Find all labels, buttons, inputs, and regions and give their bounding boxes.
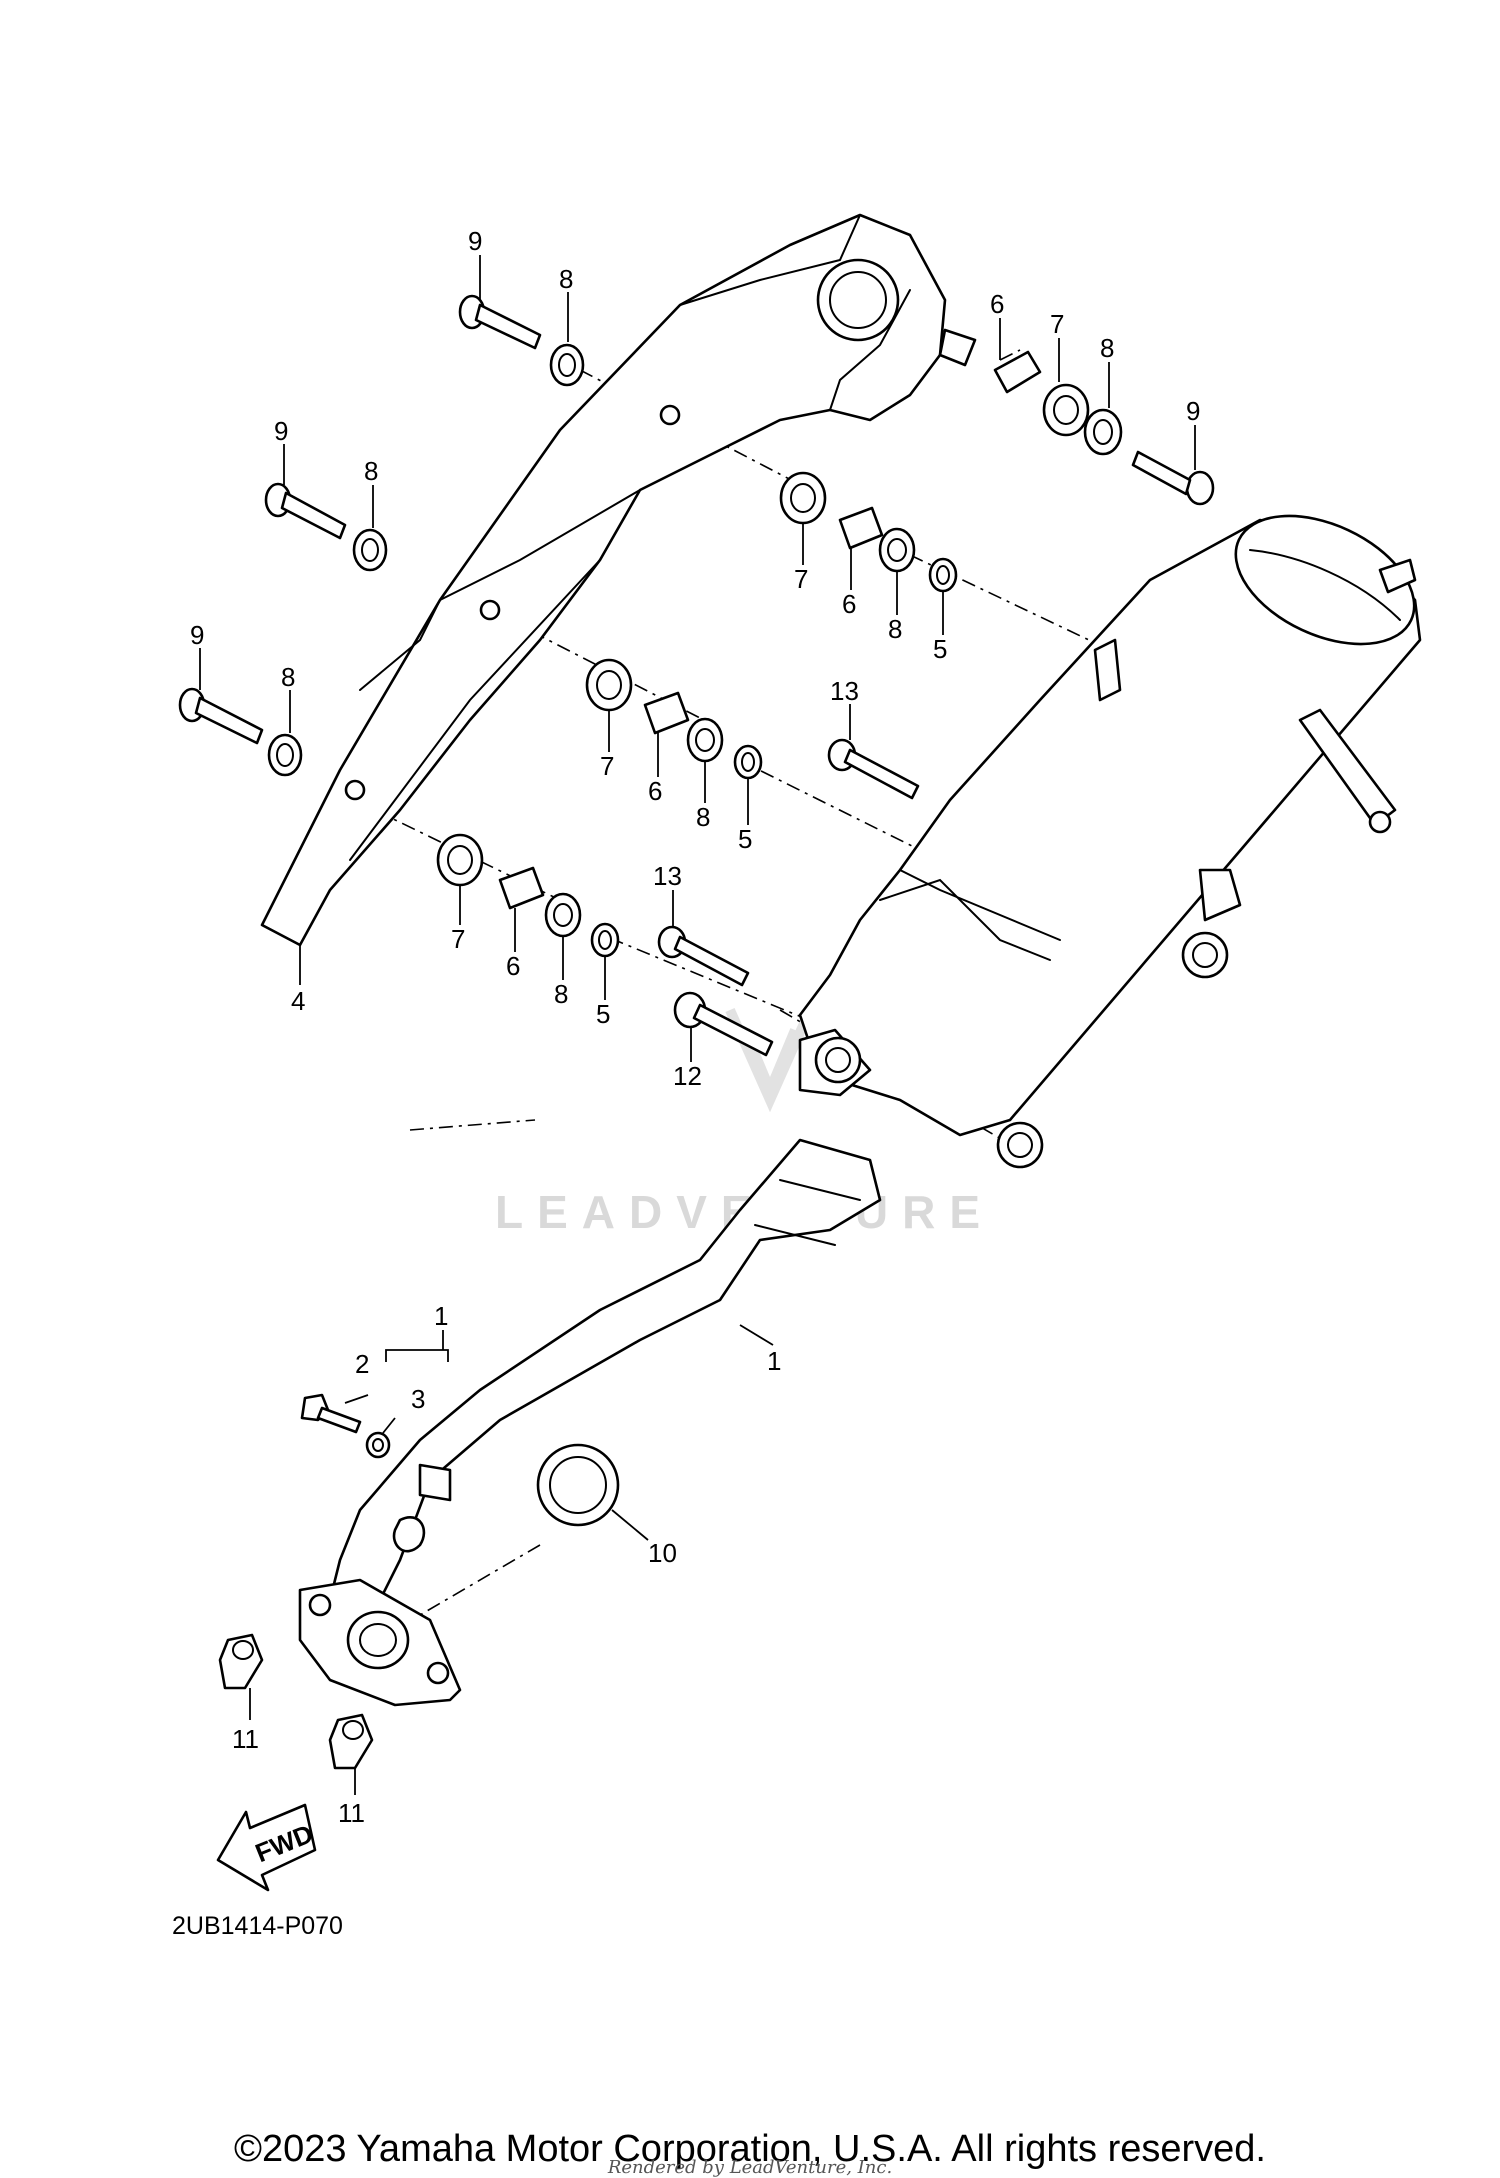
callout-7: 7 xyxy=(451,924,465,954)
callout-5: 5 xyxy=(738,824,752,854)
callout-3: 3 xyxy=(411,1384,425,1414)
callout-6: 6 xyxy=(648,776,662,806)
gasket-10 xyxy=(536,1443,620,1527)
callout-9: 9 xyxy=(274,416,288,446)
callout-9: 9 xyxy=(190,620,204,650)
callout-8: 8 xyxy=(559,264,573,294)
bolts-9 xyxy=(178,294,1215,745)
nuts-11 xyxy=(218,1633,374,1770)
callout-1: 1 xyxy=(767,1346,781,1376)
muffler-assembly xyxy=(298,514,1422,1707)
callout-11: 11 xyxy=(338,1798,365,1828)
collars-6 xyxy=(498,350,1042,910)
leader-lines xyxy=(199,255,1196,1795)
callout-7: 7 xyxy=(600,751,614,781)
callout-1: 1 xyxy=(434,1301,448,1331)
callout-8: 8 xyxy=(888,614,902,644)
bolt-2-washer-3 xyxy=(300,1393,391,1459)
callout-7: 7 xyxy=(1050,309,1064,339)
callout-11: 11 xyxy=(232,1724,259,1754)
callout-7: 7 xyxy=(794,564,808,594)
callout-8: 8 xyxy=(554,979,568,1009)
washers-5 xyxy=(590,557,958,958)
callout-5: 5 xyxy=(596,999,610,1029)
callout-12: 12 xyxy=(673,1061,702,1091)
diagram-code: 2UB1414-P070 xyxy=(172,1912,343,1940)
callout-8: 8 xyxy=(1100,333,1114,363)
callout-8: 8 xyxy=(364,456,378,486)
copyright-notice: ©2023 Yamaha Motor Corporation, U.S.A. A… xyxy=(234,2128,1266,2170)
callout-4: 4 xyxy=(291,986,305,1016)
callout-13: 13 xyxy=(653,861,682,891)
callout-5: 5 xyxy=(933,634,947,664)
grommets-7 xyxy=(436,383,1090,887)
washers-8 xyxy=(267,343,1123,938)
callout-6: 6 xyxy=(506,951,520,981)
forward-direction-arrow: FWD xyxy=(216,1803,317,1892)
callout-2: 2 xyxy=(355,1349,369,1379)
callout-8: 8 xyxy=(281,662,295,692)
rendered-by-notice: Rendered by LeadVenture, Inc. xyxy=(607,2157,893,2178)
heat-shield xyxy=(260,213,977,947)
callout-6: 6 xyxy=(990,289,1004,319)
bolts-13-12 xyxy=(657,738,920,1057)
callout-6: 6 xyxy=(842,589,856,619)
callout-9: 9 xyxy=(1186,396,1200,426)
callout-10: 10 xyxy=(648,1538,677,1568)
callout-9: 9 xyxy=(468,226,482,256)
callout-labels: 9 8 6 7 8 9 9 8 9 8 7 6 8 5 7 6 8 5 7 6 … xyxy=(190,226,1200,1828)
callout-13: 13 xyxy=(830,676,859,706)
callout-8: 8 xyxy=(696,802,710,832)
